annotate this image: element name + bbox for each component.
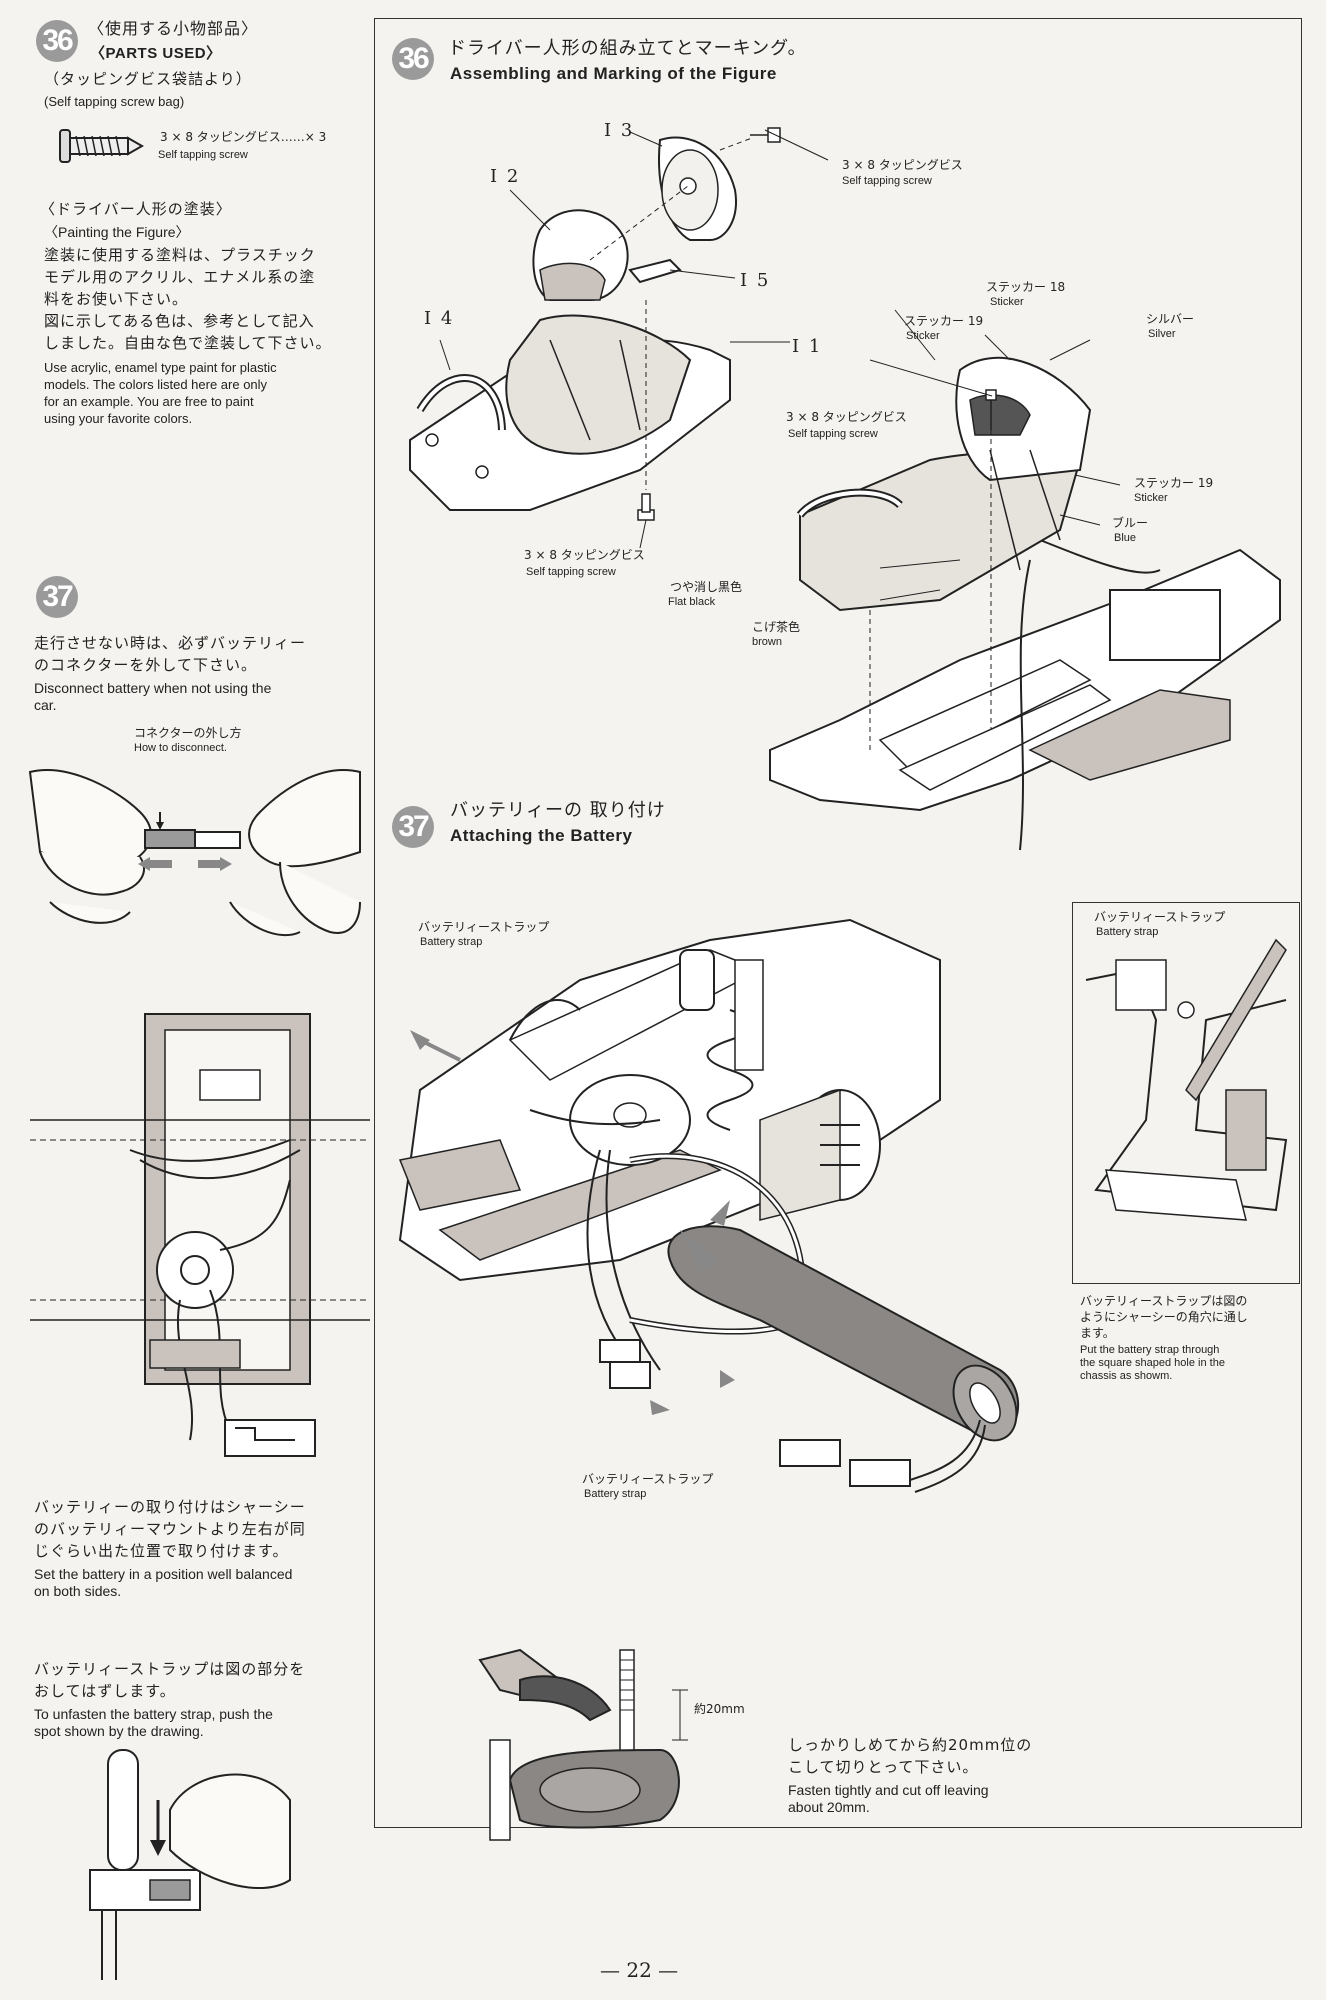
painting-en-2: models. The colors listed here are only <box>44 377 268 392</box>
unfasten-jp-2: おしてはずします。 <box>34 1682 176 1700</box>
painting-title-jp: 〈ドライバー人形の塗装〉 <box>40 200 232 218</box>
brown-en: brown <box>752 636 782 648</box>
part-I1-label: I 1 <box>792 336 823 357</box>
flat-black-jp: つや消し黒色 <box>670 580 743 594</box>
hands-disconnect-illustration <box>30 752 370 952</box>
unfasten-jp-1: バッテリィーストラップは図の部分を <box>34 1660 306 1678</box>
parts-title-en: 〈PARTS USED〉 <box>90 45 222 62</box>
blue-en: Blue <box>1114 532 1137 544</box>
battery-chassis-top-view <box>30 1010 370 1460</box>
sticker19-jp: ステッカー 19 <box>904 314 984 328</box>
inset-strap-jp: バッテリィーストラップ <box>1094 910 1226 924</box>
painting-title-en: 〈Painting the Figure〉 <box>44 224 190 240</box>
sticker18-jp: ステッカー 18 <box>986 280 1066 294</box>
painting-body-jp-3: 料をお使い下さい。 <box>44 290 189 308</box>
screw-top-jp: 3 × 8 タッピングビス <box>842 158 963 172</box>
bag-jp: （タッピングビス袋詰より） <box>44 70 252 88</box>
painting-en-1: Use acrylic, enamel type paint for plast… <box>44 360 277 375</box>
painting-body-jp-2: モデル用のアクリル、エナメル系の塗 <box>44 268 316 286</box>
sticker18-en: Sticker <box>990 296 1024 308</box>
balance-jp-1: バッテリィーの取り付けはシャーシー <box>34 1498 306 1516</box>
cut-jp-1: しっかりしめてから約20mm位の <box>788 1736 1033 1754</box>
sticker19b-en: Sticker <box>1134 492 1168 504</box>
step-36-title-en: Assembling and Marking of the Figure <box>450 64 777 83</box>
balance-en-1: Set the battery in a position well balan… <box>34 1566 293 1582</box>
bag-en: (Self tapping screw bag) <box>44 94 185 109</box>
blue-jp: ブルー <box>1112 516 1149 530</box>
screw-qty-en: Self tapping screw <box>158 149 248 161</box>
part-I4-label: I 4 <box>424 308 455 329</box>
painting-en-3: for an example. You are free to paint <box>44 394 254 409</box>
balance-jp-2: のバッテリィーマウントより左右が同 <box>34 1520 306 1538</box>
screw-bottom-jp: 3 × 8 タッピングビス <box>524 548 645 562</box>
screw-bottom-en: Self tapping screw <box>526 566 616 578</box>
painting-body-jp-4: 図に示してある色は、参考として記入 <box>44 312 315 330</box>
inset-strap-en: Battery strap <box>1096 926 1159 938</box>
figure-exploded-diagram <box>390 110 840 580</box>
inset-note-en-3: chassis as showm. <box>1080 1370 1173 1382</box>
part-I5-label: I 5 <box>740 270 771 291</box>
inset-note-jp-2: ようにシャーシーの角穴に通し <box>1080 1310 1248 1324</box>
right-panel-frame <box>374 18 1302 1828</box>
strap-cutting-illustration <box>480 1640 740 1840</box>
strap-label-en: Battery strap <box>420 936 483 948</box>
sticker19-en: Sticker <box>906 330 940 342</box>
battery-assembly-diagram <box>380 900 1080 1620</box>
cut-en-2: about 20mm. <box>788 1799 870 1815</box>
step-37-badge: 37 <box>392 806 434 848</box>
unfasten-en-2: spot shown by the drawing. <box>34 1723 204 1739</box>
inset-note-jp-3: ます。 <box>1080 1326 1115 1340</box>
figure-on-chassis-diagram <box>760 300 1300 860</box>
balance-en-2: on both sides. <box>34 1583 122 1599</box>
strap2-label-jp: バッテリィーストラップ <box>582 1472 714 1486</box>
inset-note-jp-1: バッテリィーストラップは図の <box>1080 1294 1248 1308</box>
silver-en: Silver <box>1148 328 1176 340</box>
part-I2-label: I 2 <box>490 166 521 187</box>
inset-note-en-2: the square shaped hole in the <box>1080 1357 1225 1369</box>
brown-jp: こげ茶色 <box>752 620 801 634</box>
tapping-screw-icon <box>58 124 148 168</box>
flat-black-en: Flat black <box>668 596 716 608</box>
how-disconnect-en: How to disconnect. <box>134 742 227 754</box>
screw-mid-en: Self tapping screw <box>788 428 878 440</box>
how-disconnect-jp: コネクターの外し方 <box>134 726 242 740</box>
strap2-label-en: Battery strap <box>584 1488 647 1500</box>
painting-en-4: using your favorite colors. <box>44 411 193 426</box>
cut-en-1: Fasten tightly and cut off leaving <box>788 1782 989 1798</box>
cut-length-label: 約20mm <box>694 1702 745 1716</box>
step-37-title-jp: バッテリィーの 取り付け <box>450 800 666 821</box>
unfasten-en-1: To unfasten the battery strap, push the <box>34 1706 273 1722</box>
parts-title-jp: 〈使用する小物部品〉 <box>88 19 259 38</box>
strap-square-hole-inset <box>1076 940 1296 1240</box>
disconnect-en-1: Disconnect battery when not using the <box>34 680 272 696</box>
step-37-title-en: Attaching the Battery <box>450 826 633 845</box>
screw-top-en: Self tapping screw <box>842 175 932 187</box>
painting-body-jp-1: 塗装に使用する塗料は、プラスチック <box>44 246 316 264</box>
strap-label-jp: バッテリィーストラップ <box>418 920 550 934</box>
step-36-title-jp: ドライバー人形の組み立てとマーキング。 <box>448 38 807 59</box>
step-37-badge-left: 37 <box>36 576 78 618</box>
screw-qty-jp: 3 × 8 タッピングビス……× 3 <box>160 130 327 144</box>
painting-body-jp-5: しました。自由な色で塗装して下さい。 <box>44 334 332 352</box>
screw-mid-jp: 3 × 8 タッピングビス <box>786 410 907 424</box>
disconnect-jp-1: 走行させない時は、必ずバッテリィー <box>34 634 307 652</box>
disconnect-en-2: car. <box>34 697 57 713</box>
strap-release-illustration <box>90 1740 300 1980</box>
page-number: — 22 — <box>600 1958 679 1982</box>
balance-jp-3: じぐらい出た位置で取り付けます。 <box>34 1542 289 1560</box>
inset-note-en-1: Put the battery strap through <box>1080 1344 1220 1356</box>
step-36-badge: 36 <box>392 38 434 80</box>
silver-jp: シルバー <box>1146 312 1195 326</box>
disconnect-jp-2: のコネクターを外して下さい。 <box>34 656 257 674</box>
step-36-badge-left: 36 <box>36 20 78 62</box>
part-I3-label: I 3 <box>604 120 635 141</box>
sticker19b-jp: ステッカー 19 <box>1134 476 1214 490</box>
cut-jp-2: こして切りとって下さい。 <box>788 1758 979 1776</box>
